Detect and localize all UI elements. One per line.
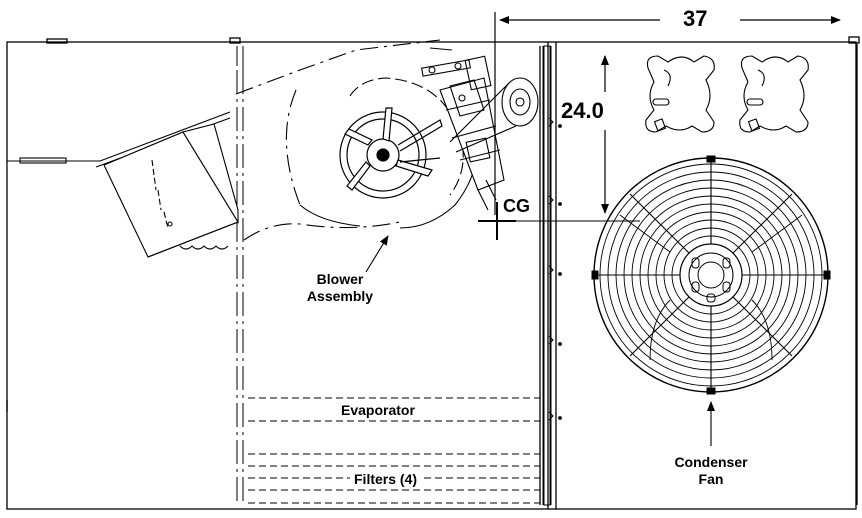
cg-marker xyxy=(478,202,640,240)
center-divider xyxy=(236,46,244,505)
evaporator-coil xyxy=(248,397,540,422)
condenser-fan-guard xyxy=(591,155,831,395)
cabinet-outline xyxy=(6,36,860,510)
condenser-label-line2: Fan xyxy=(698,471,724,487)
blower-motor xyxy=(421,47,539,211)
dimension-width-label: 37 xyxy=(683,6,708,31)
leader-arrows xyxy=(365,235,715,446)
left-housing xyxy=(7,111,239,258)
filters-label: Filters (4) xyxy=(350,472,422,486)
blower-assembly-label: Blower Assembly xyxy=(300,272,380,303)
blower-wheel xyxy=(339,107,443,199)
blower-label-line1: Blower xyxy=(316,271,364,287)
blower-label-line2: Assembly xyxy=(306,288,374,304)
evaporator-label: Evaporator xyxy=(335,403,421,417)
dimension-width xyxy=(494,12,841,215)
condenser-label-line1: Condenser xyxy=(674,454,748,470)
partition-wall xyxy=(542,45,562,506)
compressors xyxy=(645,55,809,133)
filters-outline xyxy=(248,453,540,504)
condenser-fan-label: Condenser Fan xyxy=(656,455,766,486)
dimension-height-label: 24.0 xyxy=(561,98,604,123)
cg-label: CG xyxy=(503,196,530,216)
